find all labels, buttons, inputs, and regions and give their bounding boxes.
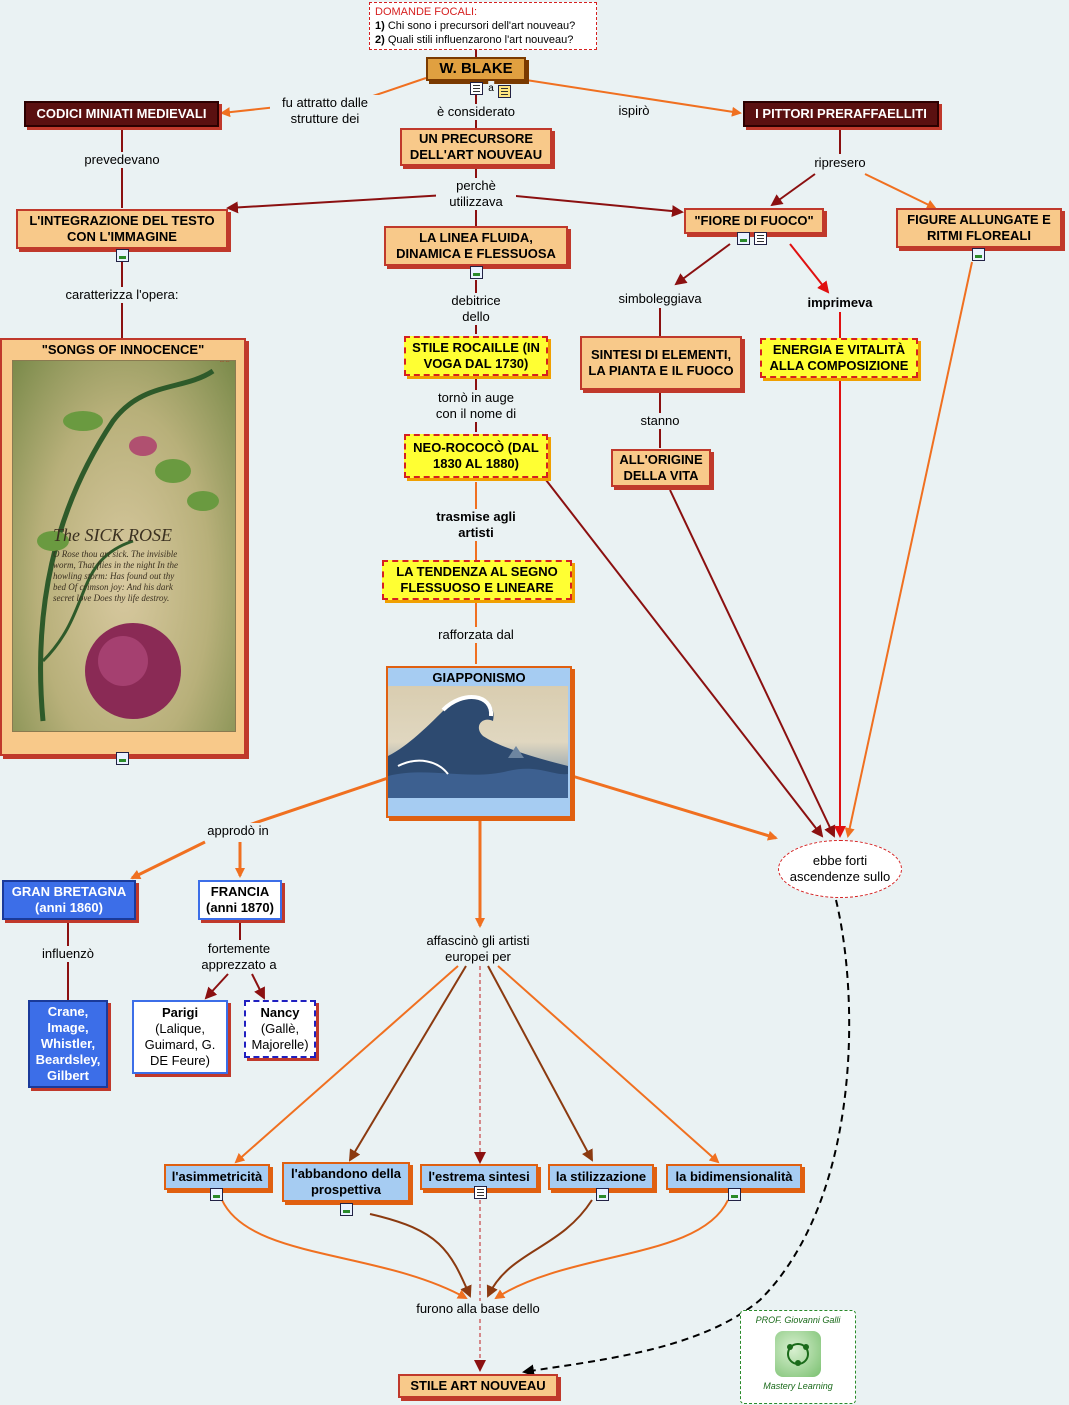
node-francia[interactable]: FRANCIA (anni 1870) [198, 880, 282, 920]
focal-questions-box: DOMANDE FOCALI: 1) Chi sono i precursori… [369, 2, 597, 50]
node-estrema-sintesi[interactable]: l'estrema sintesi [420, 1164, 538, 1190]
linea-image-icon[interactable] [470, 266, 483, 279]
node-tendenza[interactable]: LA TENDENZA AL SEGNO FLESSUOSO E LINEARE [382, 560, 572, 600]
songs-title: "SONGS OF INNOCENCE" [41, 342, 205, 357]
node-fiore[interactable]: "FIORE DI FUOCO" [684, 208, 824, 234]
node-nancy[interactable]: Nancy (Gallè, Majorelle) [244, 1000, 316, 1058]
focal-question-2: 2) Quali stili influenzarono l'art nouve… [375, 34, 574, 46]
label-furono: furono alla base dello [416, 1301, 540, 1317]
fiore-image-icon[interactable] [737, 232, 750, 245]
node-crane[interactable]: Crane, Image, Whistler, Beardsley, Gilbe… [28, 1000, 108, 1088]
parigi-body: (Lalique, Guimard, G. DE Feure) [144, 1021, 216, 1068]
stilizzazione-image-icon[interactable] [596, 1188, 609, 1201]
node-abbandono[interactable]: l'abbandono della prospettiva [282, 1162, 410, 1202]
label-perche: perchè utilizzava [436, 178, 516, 210]
mastery-learning-logo-icon [775, 1331, 821, 1377]
node-precursore[interactable]: UN PRECURSORE DELL'ART NOUVEAU [400, 128, 552, 166]
label-caratterizza: caratterizza l'opera: [65, 287, 179, 303]
node-integrazione[interactable]: L'INTEGRAZIONE DEL TESTO CON L'IMMAGINE [16, 209, 228, 249]
node-ascendenze[interactable]: ebbe forti ascendenze sullo [778, 840, 902, 898]
label-ispiro: ispirò [618, 103, 650, 119]
node-figure[interactable]: FIGURE ALLUNGATE E RITMI FLOREALI [896, 208, 1062, 248]
integrazione-image-icon[interactable] [116, 249, 129, 262]
node-gran-bretagna[interactable]: GRAN BRETAGNA (anni 1860) [2, 880, 136, 920]
fiore-note-icon[interactable] [754, 232, 767, 245]
label-affascino: affascinò gli artisti europei per [413, 933, 543, 965]
node-neorococo[interactable]: NEO-ROCOCÒ (DAL 1830 AL 1880) [404, 434, 548, 478]
node-linea[interactable]: LA LINEA FLUIDA, DINAMICA E FLESSUOSA [384, 226, 568, 266]
great-wave-image[interactable] [388, 686, 568, 798]
bidimensionalita-image-icon[interactable] [728, 1188, 741, 1201]
blake-edit-icon[interactable] [498, 85, 511, 98]
label-torno: tornò in auge con il nome di [426, 390, 526, 422]
rose-title: The SICK ROSE [53, 525, 172, 545]
node-stilizzazione[interactable]: la stilizzazione [548, 1164, 654, 1190]
node-energia[interactable]: ENERGIA E VITALITÀ ALLA COMPOSIZIONE [760, 338, 918, 378]
node-codici[interactable]: CODICI MINIATI MEDIEVALI [24, 101, 219, 127]
author-signature: PROF. Giovanni Galli Mastery Learning [740, 1310, 856, 1404]
label-trasmise: trasmise agli artisti [426, 509, 526, 541]
node-asimmetricita[interactable]: l'asimmetricità [164, 1164, 270, 1190]
giapponismo-title: GIAPPONISMO [432, 670, 526, 685]
label-fortemente: fortemente apprezzato a [189, 941, 289, 973]
label-considerato: è considerato [436, 104, 516, 120]
abbandono-image-icon[interactable] [340, 1203, 353, 1216]
focal-question-1: 1) Chi sono i precursori dell'art nouvea… [375, 20, 576, 32]
rose-page-number: 39 [220, 361, 231, 365]
blake-note-icon[interactable] [470, 82, 483, 95]
focal-heading: DOMANDE FOCALI: [375, 6, 478, 18]
node-preraffaelliti[interactable]: I PITTORI PRERAFFAELLITI [743, 101, 939, 127]
node-parigi[interactable]: Parigi (Lalique, Guimard, G. DE Feure) [132, 1000, 228, 1074]
label-debitrice: debitrice dello [441, 293, 511, 325]
label-prevedevano: prevedevano [84, 152, 160, 168]
node-sintesi-elementi[interactable]: SINTESI DI ELEMENTI, LA PIANTA E IL FUOC… [580, 336, 742, 390]
label-imprimeva: imprimeva [807, 295, 873, 311]
nancy-body: (Gallè, Majorelle) [251, 1021, 309, 1052]
label-ripresero: ripresero [814, 155, 866, 171]
node-art-nouveau[interactable]: STILE ART NOUVEAU [398, 1374, 558, 1398]
label-attratto: fu attratto dalle strutture dei [270, 95, 380, 127]
label-approdo: approdò in [207, 823, 269, 839]
estrema-note-icon[interactable] [474, 1186, 487, 1199]
signature-caption: Mastery Learning [763, 1381, 833, 1391]
label-influenzo: influenzò [41, 946, 95, 962]
label-simboleggiava: simboleggiava [618, 291, 702, 307]
node-bidimensionalita[interactable]: la bidimensionalità [666, 1164, 802, 1190]
node-rocaille[interactable]: STILE ROCAILLE (IN VOGA DAL 1730) [404, 336, 548, 376]
sick-rose-image[interactable]: 39 The SICK ROSE O Rose thou art sick. T… [12, 360, 236, 732]
parigi-title: Parigi [161, 1005, 199, 1020]
nancy-title: Nancy [260, 1005, 300, 1020]
label-rafforzata: rafforzata dal [438, 627, 514, 643]
asimmetricita-image-icon[interactable] [210, 1188, 223, 1201]
figure-image-icon[interactable] [972, 248, 985, 261]
songs-image-icon[interactable] [116, 752, 129, 765]
label-stanno: stanno [640, 413, 680, 429]
signature-author: PROF. Giovanni Galli [755, 1315, 841, 1325]
node-blake[interactable]: W. BLAKE [426, 57, 526, 81]
blake-link-label: a [488, 81, 494, 97]
node-origine[interactable]: ALL'ORIGINE DELLA VITA [611, 449, 711, 487]
rose-poem: O Rose thou art sick. The invisible worm… [53, 549, 178, 603]
